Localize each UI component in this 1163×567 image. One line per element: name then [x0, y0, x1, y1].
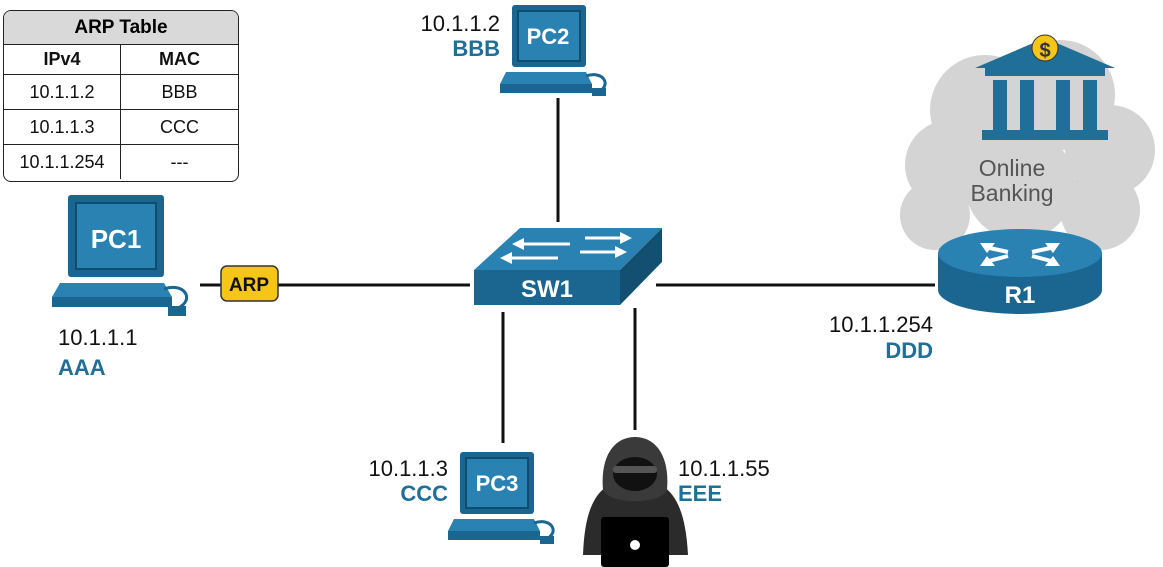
laptop-logo-icon — [630, 540, 640, 550]
arp-entry-ip: 10.1.1.2 — [4, 75, 121, 109]
arp-entry-mac: BBB — [161, 81, 198, 102]
switch-icon[interactable]: SW1 — [474, 228, 662, 305]
arp-badge: ARP — [220, 265, 279, 302]
pc1-computer-icon[interactable]: PC1 — [52, 195, 189, 316]
arp-table: ARP Table IPv4 MAC 10.1.1.2 BBB 10.1.1.3… — [3, 10, 239, 182]
cloud-label-line2: Banking — [970, 180, 1053, 206]
r1-ip: 10.1.1.254 — [829, 312, 933, 337]
arp-entry-ip: 10.1.1.254 — [4, 145, 121, 179]
arp-badge-label: ARP — [229, 275, 269, 296]
router-icon[interactable]: R1 — [938, 229, 1102, 314]
pc2-mac: BBB — [452, 36, 500, 61]
pc3-label: PC3 — [476, 471, 519, 496]
table-row: 10.1.1.3 CCC — [4, 110, 238, 145]
switch-label: SW1 — [521, 276, 573, 303]
table-row: 10.1.1.254 --- — [4, 145, 238, 179]
pc1-label: PC1 — [91, 224, 142, 254]
arp-entry-ip: 10.1.1.3 — [4, 110, 121, 144]
cloud-icon — [900, 40, 1155, 250]
pc3-computer-icon[interactable]: PC3 — [448, 452, 555, 544]
attacker-mac: EEE — [678, 481, 723, 506]
arp-table-header-ipv4: IPv4 — [4, 45, 121, 74]
pc3-ip: 10.1.1.3 — [368, 456, 448, 481]
arp-table-header-mac: MAC — [159, 49, 200, 69]
pc3-mac: CCC — [400, 481, 448, 506]
pc2-label: PC2 — [527, 24, 570, 49]
arp-table-header-row: IPv4 MAC — [4, 45, 238, 75]
pc1-mac: AAA — [58, 355, 106, 380]
r1-mac: DDD — [885, 338, 933, 363]
cloud-label-line1: Online — [979, 155, 1045, 181]
table-row: 10.1.1.2 BBB — [4, 75, 238, 110]
attacker-ip: 10.1.1.55 — [678, 456, 770, 481]
dollar-coin-icon — [1031, 34, 1059, 62]
pc2-ip: 10.1.1.2 — [420, 11, 500, 36]
hacker-icon[interactable] — [583, 437, 688, 567]
dollar-sign: $ — [1039, 40, 1050, 62]
router-label: R1 — [1005, 282, 1036, 309]
arp-entry-mac: --- — [170, 151, 189, 172]
pc1-ip: 10.1.1.1 — [58, 325, 138, 350]
pc2-computer-icon[interactable]: PC2 — [500, 5, 607, 96]
arp-entry-mac: CCC — [160, 116, 199, 137]
arp-table-title: ARP Table — [4, 11, 238, 45]
bank-icon: $ — [975, 34, 1115, 140]
